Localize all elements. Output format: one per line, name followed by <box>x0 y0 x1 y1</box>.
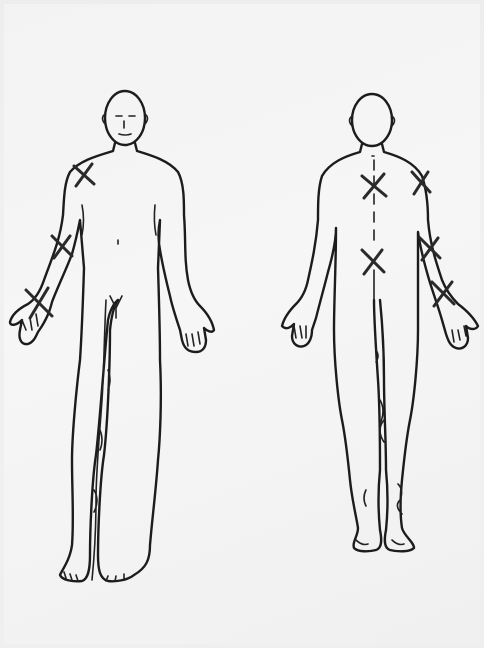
back-fingers-left <box>294 326 306 338</box>
back-fingers-right <box>452 326 466 342</box>
front-mark-right-shoulder <box>74 164 94 186</box>
front-head <box>105 91 145 145</box>
front-fingers-right <box>186 332 200 346</box>
front-body-left-outline <box>10 143 118 581</box>
back-mark-lower-back <box>362 250 384 274</box>
back-heel-right <box>392 540 404 545</box>
front-knee-left <box>100 430 102 450</box>
front-armpit-left <box>82 205 84 235</box>
front-body-right-outline <box>98 143 214 581</box>
back-head <box>352 94 392 146</box>
back-ankle-left <box>364 490 366 506</box>
x-mark-icon <box>362 250 384 274</box>
back-body-right-outline <box>380 144 478 551</box>
back-figure <box>282 94 478 551</box>
front-figure <box>10 91 214 581</box>
front-face <box>116 116 135 135</box>
front-armpit-right <box>154 205 156 235</box>
back-heel-left <box>356 540 368 545</box>
x-mark-icon <box>74 164 94 186</box>
